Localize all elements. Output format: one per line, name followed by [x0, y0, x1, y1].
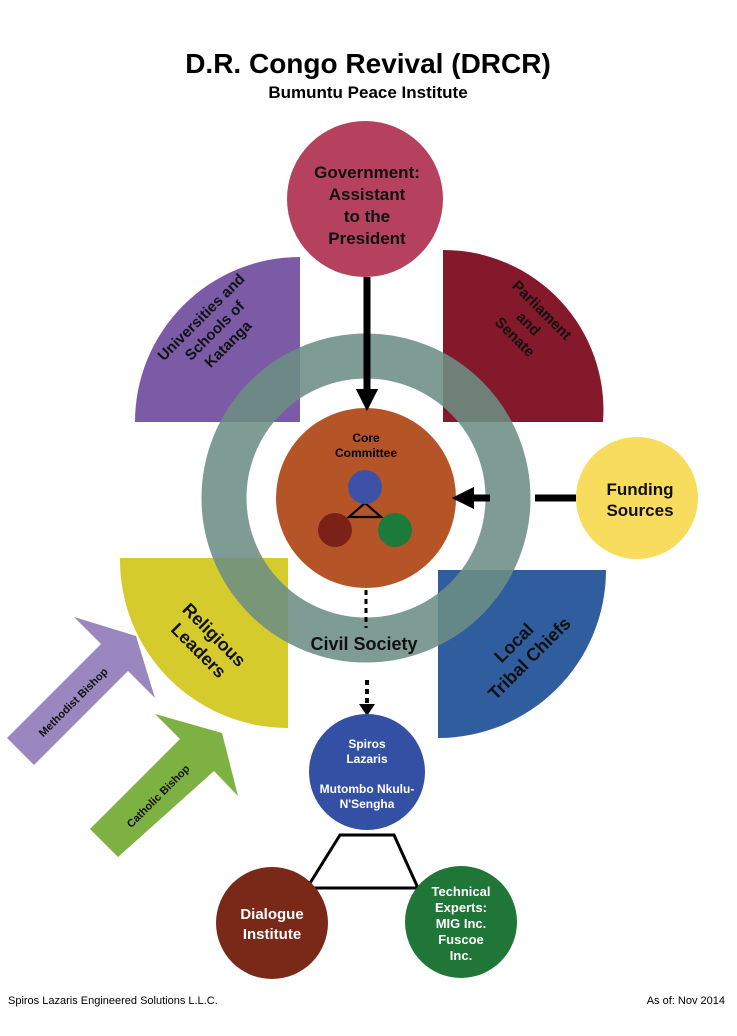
funding-sources-circle: [576, 437, 698, 559]
core-node-red: [318, 513, 352, 547]
svg-text:to the: to the: [344, 207, 390, 226]
lazaris-circle: [309, 714, 425, 830]
svg-text:Inc.: Inc.: [450, 948, 472, 963]
core-triangle: [346, 501, 384, 519]
dialogue-institute-circle: [216, 867, 328, 979]
bottom-connector-triangle: [304, 833, 421, 890]
core-node-green: [378, 513, 412, 547]
svg-text:Experts:: Experts:: [435, 900, 487, 915]
government-circle: [287, 121, 443, 277]
core-committee-label: Core Committee: [335, 431, 397, 460]
svg-text:Dialogue: Dialogue: [240, 906, 303, 923]
footer-company: Spiros Lazaris Engineered Solutions L.L.…: [8, 995, 218, 1007]
svg-text:Technical: Technical: [431, 884, 490, 899]
svg-text:Funding: Funding: [606, 480, 673, 499]
svg-text:President: President: [328, 229, 406, 248]
dialogue-institute-label: Dialogue Institute: [240, 906, 303, 943]
svg-text:Government:: Government:: [314, 163, 420, 182]
diagram-subtitle: Bumuntu Peace Institute: [268, 83, 467, 102]
svg-text:MIG Inc.: MIG Inc.: [436, 916, 487, 931]
civil-society-label: Civil Society: [310, 634, 417, 654]
core-node-blue: [348, 470, 382, 504]
svg-text:Mutombo Nkulu-: Mutombo Nkulu-: [320, 782, 415, 796]
svg-text:Institute: Institute: [243, 926, 301, 943]
svg-text:Spiros: Spiros: [348, 737, 386, 751]
svg-text:Lazaris: Lazaris: [346, 752, 388, 766]
svg-text:N'Sengha: N'Sengha: [340, 797, 395, 811]
methodist-bishop-arrow: [7, 617, 155, 765]
funding-sources-label: Funding Sources: [606, 480, 673, 520]
svg-text:Core: Core: [352, 431, 380, 445]
government-label: Government: Assistant to the President: [314, 163, 420, 248]
svg-text:Fuscoe: Fuscoe: [438, 932, 484, 947]
diagram-title: D.R. Congo Revival (DRCR): [185, 48, 551, 79]
civil-to-lazaris-arrowhead: [359, 704, 375, 716]
svg-text:Sources: Sources: [606, 501, 673, 520]
technical-experts-label: Technical Experts: MIG Inc. Fuscoe Inc.: [431, 884, 490, 963]
lazaris-label: Spiros Lazaris Mutombo Nkulu- N'Sengha: [320, 737, 415, 811]
footer-date: As of: Nov 2014: [647, 995, 725, 1007]
parliament-sector: [443, 249, 604, 422]
svg-text:Committee: Committee: [335, 446, 397, 460]
svg-text:Assistant: Assistant: [329, 185, 406, 204]
catholic-bishop-arrow: [90, 714, 238, 857]
technical-experts-circle: [405, 866, 517, 978]
